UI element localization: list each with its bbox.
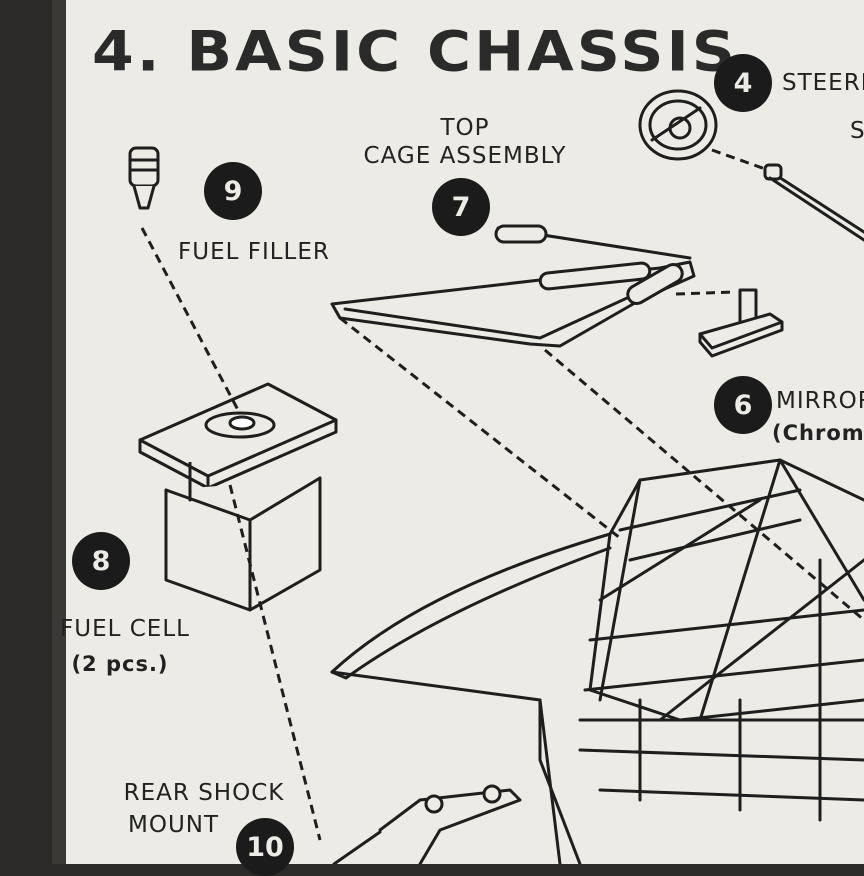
guide-steering [711, 148, 769, 172]
steering-second-line-fragment: S [850, 118, 864, 144]
part-number-badge-9: 9 [204, 162, 262, 220]
rear-shock-label-line1: REAR SHOCK [123, 780, 285, 806]
steering-wheel-part [638, 89, 864, 242]
fuel-filler-label: FUEL FILLER [178, 239, 330, 265]
top-cage-part [330, 224, 696, 348]
mirror-part [698, 288, 784, 358]
guide-cell-down [228, 484, 322, 841]
part-number-badge-6: 6 [714, 376, 772, 434]
guide-filler-to-cell [140, 227, 240, 411]
mirror-note: (Chrome [772, 421, 864, 445]
fuel-cell-label: FUEL CELL [60, 616, 190, 642]
guide-mirror [675, 290, 736, 296]
top-cage-label-line1: TOP [440, 115, 490, 141]
page-title: 4. BASIC CHASSIS [92, 20, 739, 85]
part-number-badge-7: 7 [432, 178, 490, 236]
rear-shock-mount-part [332, 784, 522, 864]
fuel-cell-part [138, 382, 338, 612]
mirror-label: MIRROR [776, 388, 864, 414]
rear-shock-label-line2: MOUNT [128, 812, 220, 838]
steering-label: STEERIN [782, 70, 864, 96]
top-cage-label-line2: CAGE ASSEMBLY [363, 143, 567, 169]
chassis-frame [330, 458, 864, 864]
guide-cage-right [544, 348, 864, 622]
part-number-badge-8: 8 [72, 532, 130, 590]
part-number-badge-4: 4 [714, 54, 772, 112]
part-number-badge-10: 10 [236, 818, 294, 876]
guide-cage-left [339, 316, 621, 540]
fuel-cell-note: (2 pcs.) [71, 652, 169, 676]
fuel-filler-part [128, 146, 160, 210]
